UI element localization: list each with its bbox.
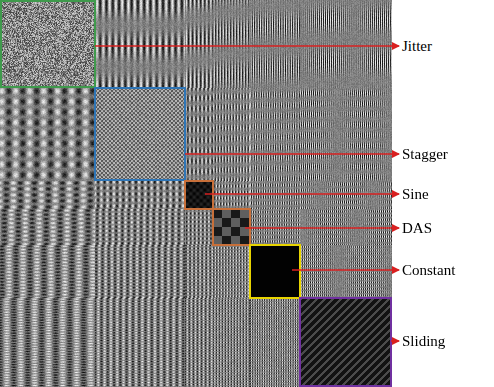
leader-arrow — [292, 269, 399, 271]
leader-arrow — [391, 340, 399, 342]
leader-arrow — [205, 193, 399, 195]
pattern-label: Stagger — [401, 145, 449, 163]
das-frame — [213, 209, 250, 245]
leader-arrow — [245, 227, 399, 229]
jitter-frame — [1, 1, 95, 87]
stagger-frame — [95, 88, 185, 180]
sliding-frame — [300, 298, 391, 386]
leader-arrow — [95, 45, 399, 47]
pattern-label: DAS — [401, 219, 433, 237]
pattern-label: Sliding — [401, 332, 446, 350]
leader-arrow — [185, 153, 399, 155]
sine-frame — [185, 181, 213, 209]
pattern-label: Jitter — [401, 37, 433, 55]
pattern-label: Sine — [401, 185, 430, 203]
pattern-label: Constant — [401, 261, 456, 279]
constant-frame — [250, 245, 300, 298]
